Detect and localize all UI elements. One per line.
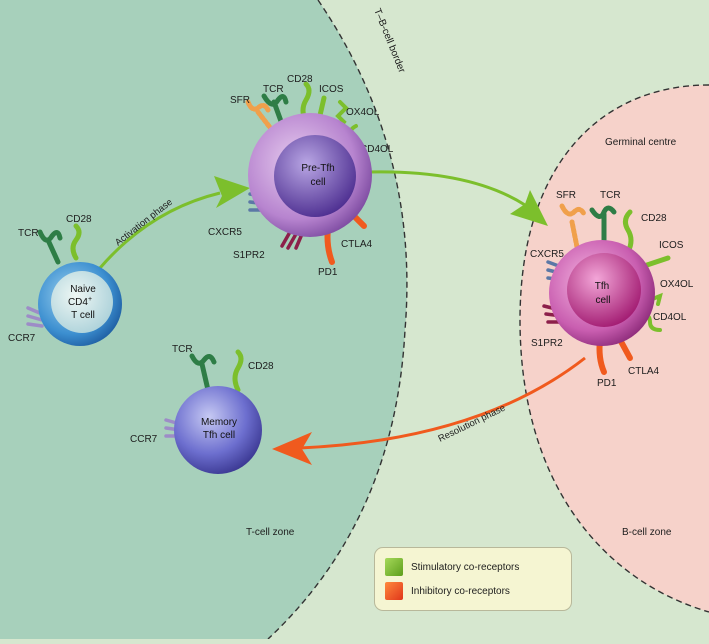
memory-cell-label-2: Tfh cell (203, 430, 235, 441)
memory-cd28-label: CD28 (248, 361, 274, 372)
pretfh-to-tfh-arrowhead (510, 190, 548, 226)
pretfh-ox4ol-label: OX4OL (346, 107, 380, 118)
pretfh-cd4ol-label: CD4OL (360, 144, 394, 155)
pretfh-tcr-receptor (261, 93, 289, 127)
activation-arrowhead (214, 176, 250, 208)
memory-cell-label-1: Memory (201, 417, 237, 428)
pretfh-cxcr5-label: CXCR5 (208, 227, 242, 238)
naive-cell-nucleus (51, 271, 113, 333)
pretfh-s1pr2-label: S1PR2 (233, 250, 265, 261)
memory-cd28-receptor (232, 349, 244, 393)
naive-cell-label-3: T cell (71, 310, 95, 321)
t-b-border-line (267, 0, 408, 640)
pretfh-cell-label-2: cell (310, 177, 325, 188)
memory-cell-body (174, 386, 262, 474)
legend: Stimulatory co-receptors Inhibitory co-r… (374, 547, 572, 611)
germinal-centre-border (519, 84, 709, 613)
pretfh-ctla4-label: CTLA4 (341, 239, 373, 250)
tfh-cell: SFR TCR CD28 ICOS OX4OL CD4OL CXCR5 S1PR… (530, 190, 694, 389)
legend-stimulatory: Stimulatory co-receptors (385, 558, 519, 576)
pretfh-cell-label-1: Pre-Tfh (301, 163, 334, 174)
memory-ccr7-label: CCR7 (130, 434, 158, 445)
memory-tcr-label: TCR (172, 344, 193, 355)
tfh-sfr-label: SFR (556, 190, 576, 201)
germinal-centre-label: Germinal centre (605, 137, 677, 148)
tfh-cell-label-2: cell (595, 295, 610, 306)
tfh-tcr-label: TCR (600, 190, 621, 201)
pretfh-pd1-label: PD1 (318, 267, 338, 278)
naive-tcr-receptor (37, 229, 63, 265)
stimulatory-swatch (385, 558, 403, 576)
t-cell-zone-label: T-cell zone (246, 527, 295, 538)
naive-tcr-label: TCR (18, 228, 39, 239)
tfh-pd1-label: PD1 (597, 378, 617, 389)
tfh-cd28-label: CD28 (641, 213, 667, 224)
pretfh-tcr-label: TCR (263, 84, 284, 95)
inhibitory-swatch (385, 582, 403, 600)
tfh-cd28-receptor (622, 209, 634, 255)
naive-ccr7-label: CCR7 (8, 333, 36, 344)
pretfh-sfr-receptor (245, 99, 275, 133)
naive-cd28-receptor (70, 223, 82, 261)
naive-cd28-label: CD28 (66, 214, 92, 225)
tfh-icos-label: ICOS (659, 240, 684, 251)
legend-inhibitory: Inhibitory co-receptors (385, 582, 510, 600)
pretfh-cell-nucleus (274, 135, 356, 217)
b-cell-zone-label: B-cell zone (622, 527, 672, 538)
naive-cell-label-1: Naive (70, 284, 96, 295)
tfh-cd4ol-label: CD4OL (653, 312, 687, 323)
resolution-arrow (299, 356, 586, 450)
naive-cell-label-2: CD4+ (68, 296, 92, 308)
germinal-centre-zone (520, 85, 709, 612)
border-label: T–B-cell border (371, 7, 407, 75)
tfh-s1pr2-label: S1PR2 (531, 338, 563, 349)
pretfh-sfr-label: SFR (230, 95, 250, 106)
stimulatory-label: Stimulatory co-receptors (411, 561, 520, 573)
resolution-arrowhead (272, 432, 312, 465)
tfh-cell-nucleus (567, 253, 641, 327)
pretfh-to-tfh-arrow (369, 170, 526, 207)
pretfh-icos-label: ICOS (319, 84, 344, 95)
resolution-phase-label: Resolution phase (436, 403, 507, 445)
tfh-cell-label-1: Tfh (595, 281, 609, 292)
tfh-ctla4-label: CTLA4 (628, 366, 660, 377)
pre-tfh-cell: SFR TCR CD28 ICOS OX4OL CD4OL CXCR5 S1PR… (208, 74, 394, 278)
pretfh-cd28-label: CD28 (287, 74, 313, 85)
inhibitory-label: Inhibitory co-receptors (411, 585, 510, 597)
naive-t-cell: TCR CD28 CCR7 Naive CD4+ T cell (8, 214, 122, 346)
tfh-cxcr5-label: CXCR5 (530, 249, 564, 260)
memory-tcr-receptor (189, 353, 217, 393)
activation-arrow (98, 191, 221, 269)
memory-tfh-cell: TCR CD28 CCR7 Memory Tfh cell (130, 344, 274, 474)
tfh-ox4ol-label: OX4OL (660, 279, 694, 290)
